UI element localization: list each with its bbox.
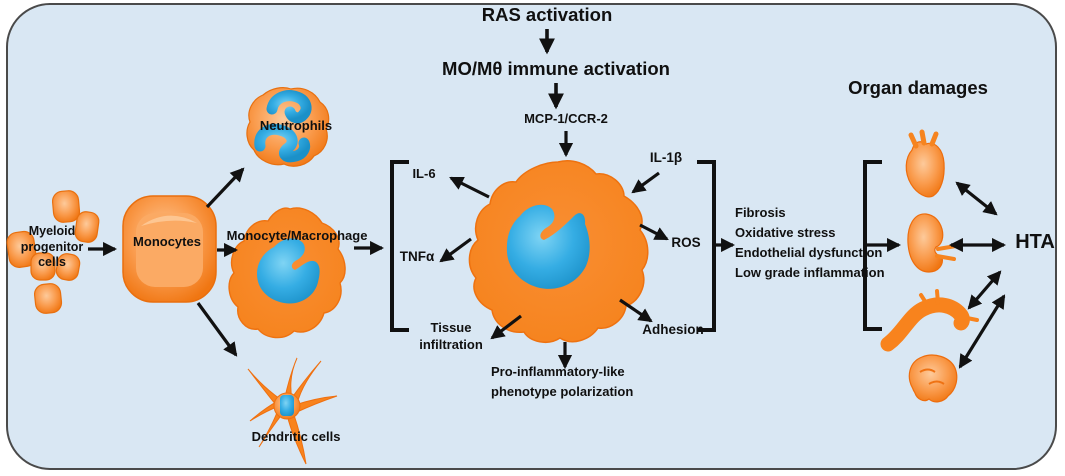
arrow-cell-to-tissue	[490, 314, 522, 340]
organ-damages-title: Organ damages	[848, 77, 988, 98]
progenitor-cell-icon	[74, 211, 100, 243]
neutrophil-nucleus-icon	[254, 90, 312, 163]
monocytes-label: Monocytes	[133, 234, 201, 249]
arrow-cell-to-ros	[639, 223, 669, 241]
activated-macrophage-cell-icon	[468, 160, 649, 344]
mcp-ccr2-label: MCP-1/CCR-2	[524, 111, 608, 126]
monocyte-macrophage-label: Monocyte/Macrophage	[226, 228, 368, 243]
arrow-cell-to-il6	[449, 176, 490, 199]
il1b-label: IL-1β	[649, 150, 683, 165]
arrow-cell-to-adhesion	[619, 298, 653, 323]
monocyte-macrophage-cell-icon	[228, 207, 346, 339]
arrow-aorta-hta	[967, 270, 1002, 310]
hta-label: HTA	[1015, 231, 1055, 253]
progenitor-cell-icon	[33, 283, 63, 314]
arrow-il1b-to-cell	[631, 171, 660, 194]
dendritic-nucleus-icon	[280, 395, 294, 416]
neutrophils-label: Neutrophils	[259, 118, 333, 133]
dendritic-cells-label: Dendritic cells	[251, 429, 341, 444]
effect-low-grade-inflammation: Low grade inflammation	[735, 265, 885, 280]
organ-bracket	[863, 160, 882, 331]
effect-endothelial-dysfunction: Endothelial dysfunction	[735, 245, 883, 260]
arrow-heart-hta	[955, 181, 998, 216]
tissue-infiltration-label: Tissue infiltration	[419, 320, 483, 352]
ras-activation-label: RAS activation	[481, 4, 613, 25]
dendritic-cell-icon	[247, 357, 338, 465]
myeloid-progenitor-cells-icon	[6, 190, 100, 314]
immune-activation-label: MO/Mθ immune activation	[442, 58, 670, 79]
effect-fibrosis: Fibrosis	[735, 205, 786, 220]
effects-list: Fibrosis Oxidative stress Endothelial dy…	[735, 203, 885, 283]
heart-icon	[905, 129, 945, 198]
progenitor-cell-icon	[55, 253, 81, 281]
arrow-monocytes-to-neutrophils	[205, 167, 245, 209]
brain-icon	[908, 354, 958, 403]
aorta-icon	[880, 289, 979, 352]
il6-label: IL-6	[412, 166, 436, 181]
progenitor-cell-icon	[51, 190, 81, 223]
left-bracket	[390, 160, 409, 332]
progenitor-cell-icon	[30, 252, 56, 281]
progenitor-cell-icon	[6, 230, 37, 268]
ros-label: ROS	[671, 235, 701, 250]
monocyte-cell-icon	[122, 195, 217, 303]
activated-macrophage-nucleus-icon	[506, 204, 590, 289]
macrophage-nucleus-icon	[257, 238, 320, 304]
arrow-monocytes-to-dendritic	[196, 302, 238, 357]
polarization-label: Pro-inflammatory-like phenotype polariza…	[491, 364, 634, 399]
kidney-icon	[907, 213, 958, 273]
effect-oxidative-stress: Oxidative stress	[735, 225, 836, 240]
myeloid-progenitor-label: Myeloid progenitor cells	[20, 224, 84, 270]
arrow-cell-to-tnfa	[439, 237, 472, 263]
neutrophil-cell-icon	[246, 87, 330, 167]
tnfa-label: TNFα	[399, 249, 435, 264]
adhesion-label: Adhesion	[642, 322, 704, 337]
arrow-brain-hta	[958, 294, 1006, 369]
right-bracket	[697, 160, 716, 332]
